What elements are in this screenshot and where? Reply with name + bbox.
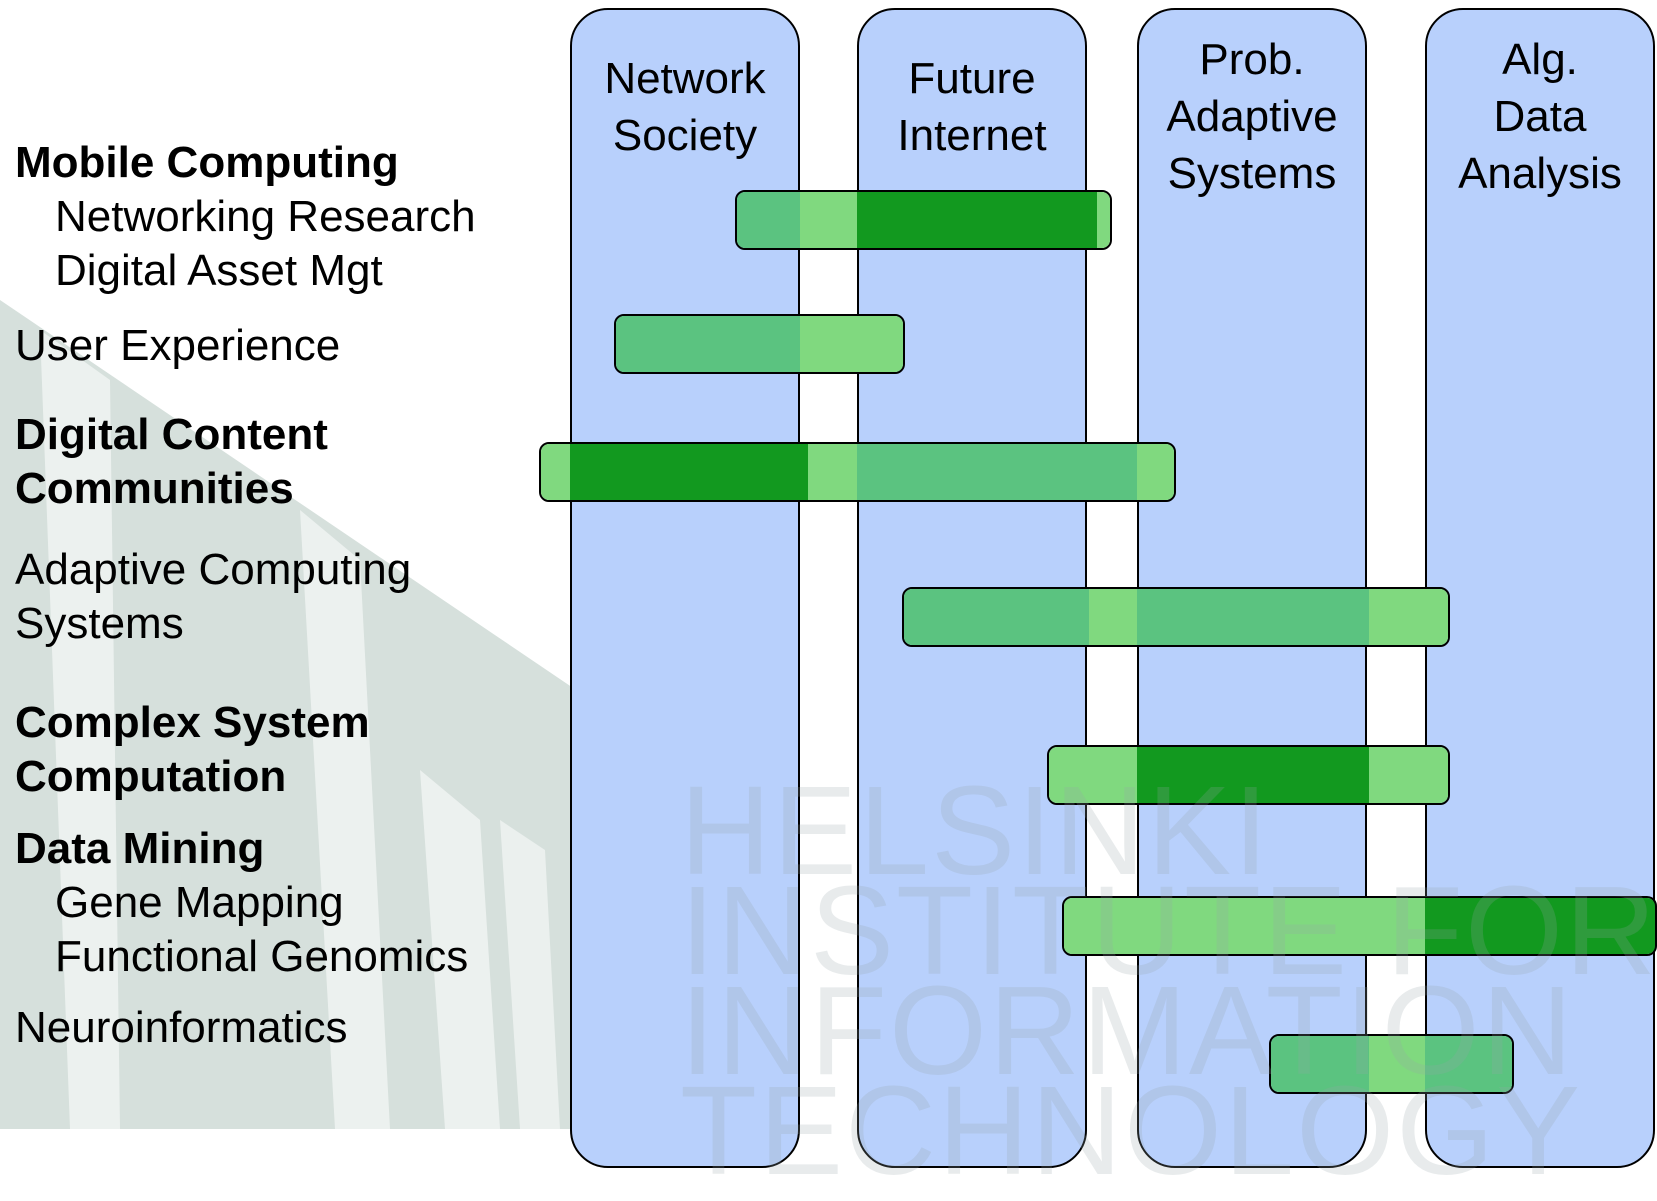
area-label-data-mining: Data Mining (15, 824, 265, 873)
area-label-adaptive-computing: Adaptive Computing (15, 545, 412, 594)
bar-segment (1369, 747, 1448, 803)
bar-data-mining (1062, 896, 1657, 956)
bar-segment (857, 192, 1097, 248)
bar-segment (737, 192, 800, 248)
lane-title-line: Systems (1167, 149, 1337, 198)
area-label-neuroinformatics: Neuroinformatics (15, 1003, 348, 1052)
area-label-complex-system: Complex System (15, 698, 370, 747)
lane-title-line: Network (604, 54, 766, 103)
bar-segment (1137, 444, 1174, 500)
bar-segment (1369, 589, 1448, 645)
bar-segment (1271, 1036, 1369, 1092)
bar-adaptive-computing-systems (902, 587, 1450, 647)
area-label-digital-asset-mgt: Digital Asset Mgt (55, 246, 383, 295)
area-label-mobile-computing: Mobile Computing (15, 138, 399, 187)
lane-title-line: Future (908, 54, 1036, 103)
lane-title-line: Data (1493, 92, 1587, 141)
bar-user-experience (614, 314, 905, 374)
area-label-computation: Computation (15, 752, 287, 801)
bar-complex-system-computation (1047, 745, 1450, 805)
bar-segment (1137, 589, 1369, 645)
bar-segment (1089, 589, 1137, 645)
bar-segment (1425, 1036, 1512, 1092)
bar-segment (1064, 898, 1425, 954)
bar-segment (808, 444, 857, 500)
area-label-communities: Communities (15, 464, 294, 513)
lane-title-line: Adaptive (1166, 92, 1338, 141)
bar-segment (570, 444, 808, 500)
area-label-digital-content: Digital Content (15, 410, 328, 459)
bar-segment (800, 192, 857, 248)
area-label-user-experience: User Experience (15, 321, 341, 370)
bar-segment (1425, 898, 1655, 954)
bar-segment (904, 589, 1089, 645)
bar-segment (857, 444, 1137, 500)
area-label-networking-research: Networking Research (55, 192, 476, 241)
lane-title-line: Alg. (1502, 35, 1578, 84)
lane-title-line: Analysis (1458, 149, 1622, 198)
bar-segment (616, 316, 800, 372)
lane-title-line: Society (612, 111, 758, 160)
hiit-logo-watermark (0, 300, 650, 1129)
bar-segment (1049, 747, 1137, 803)
bar-neuroinformatics (1269, 1034, 1514, 1094)
bar-segment (800, 316, 903, 372)
bar-mobile-computing (735, 190, 1112, 250)
area-label-gene-mapping: Gene Mapping (55, 878, 344, 927)
bar-segment (1137, 747, 1369, 803)
bar-segment (1369, 1036, 1425, 1092)
bar-segment (541, 444, 570, 500)
lane-title-line: Internet (897, 111, 1047, 160)
bar-segment (1097, 192, 1110, 248)
area-label-functional-genomics: Functional Genomics (55, 932, 469, 981)
area-label-systems: Systems (15, 599, 184, 648)
lane-title-line: Prob. (1199, 35, 1305, 84)
bar-digital-content-communities (539, 442, 1176, 502)
